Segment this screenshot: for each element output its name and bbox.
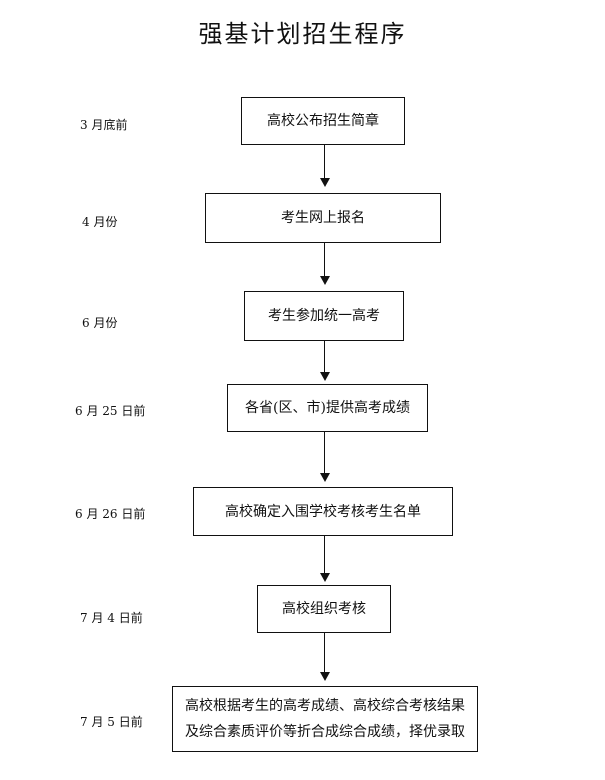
arrow-6-7 xyxy=(320,633,330,681)
step-2-box: 考生网上报名 xyxy=(205,193,441,243)
step-3-text: 考生参加统一高考 xyxy=(268,308,380,324)
flowchart-title: 强基计划招生程序 xyxy=(198,20,407,48)
arrow-4-5 xyxy=(320,432,330,482)
step-7-date: 7 月 5 日前 xyxy=(80,715,143,729)
step-4-box: 各省(区、市)提供高考成绩 xyxy=(227,384,428,432)
step-6-date: 7 月 4 日前 xyxy=(80,611,143,625)
arrow-1-2 xyxy=(320,145,330,187)
step-4-date: 6 月 25 日前 xyxy=(75,404,146,418)
step-2-date: 4 月份 xyxy=(82,215,118,229)
arrow-3-4 xyxy=(320,341,330,381)
step-4-text: 各省(区、市)提供高考成绩 xyxy=(245,400,410,416)
step-2-text: 考生网上报名 xyxy=(281,210,365,226)
arrow-2-3 xyxy=(320,243,330,285)
step-3-box: 考生参加统一高考 xyxy=(244,291,404,341)
step-7-text: 高校根据考生的高考成绩、高校综合考核结果及综合素质评价等折合成综合成绩，择优录取 xyxy=(185,698,465,740)
step-1-text: 高校公布招生简章 xyxy=(267,113,379,129)
arrow-5-6 xyxy=(320,536,330,582)
step-7-box: 高校根据考生的高考成绩、高校综合考核结果及综合素质评价等折合成综合成绩，择优录取 xyxy=(172,686,478,752)
step-5-text: 高校确定入围学校考核考生名单 xyxy=(225,503,421,520)
step-1-box: 高校公布招生简章 xyxy=(241,97,405,145)
step-5-date: 6 月 26 日前 xyxy=(75,507,146,521)
step-5-box: 高校确定入围学校考核考生名单 xyxy=(193,487,453,536)
step-6-box: 高校组织考核 xyxy=(257,585,391,633)
step-3-date: 6 月份 xyxy=(82,316,118,330)
step-1-date: 3 月底前 xyxy=(80,118,128,132)
step-6-text: 高校组织考核 xyxy=(282,601,366,617)
